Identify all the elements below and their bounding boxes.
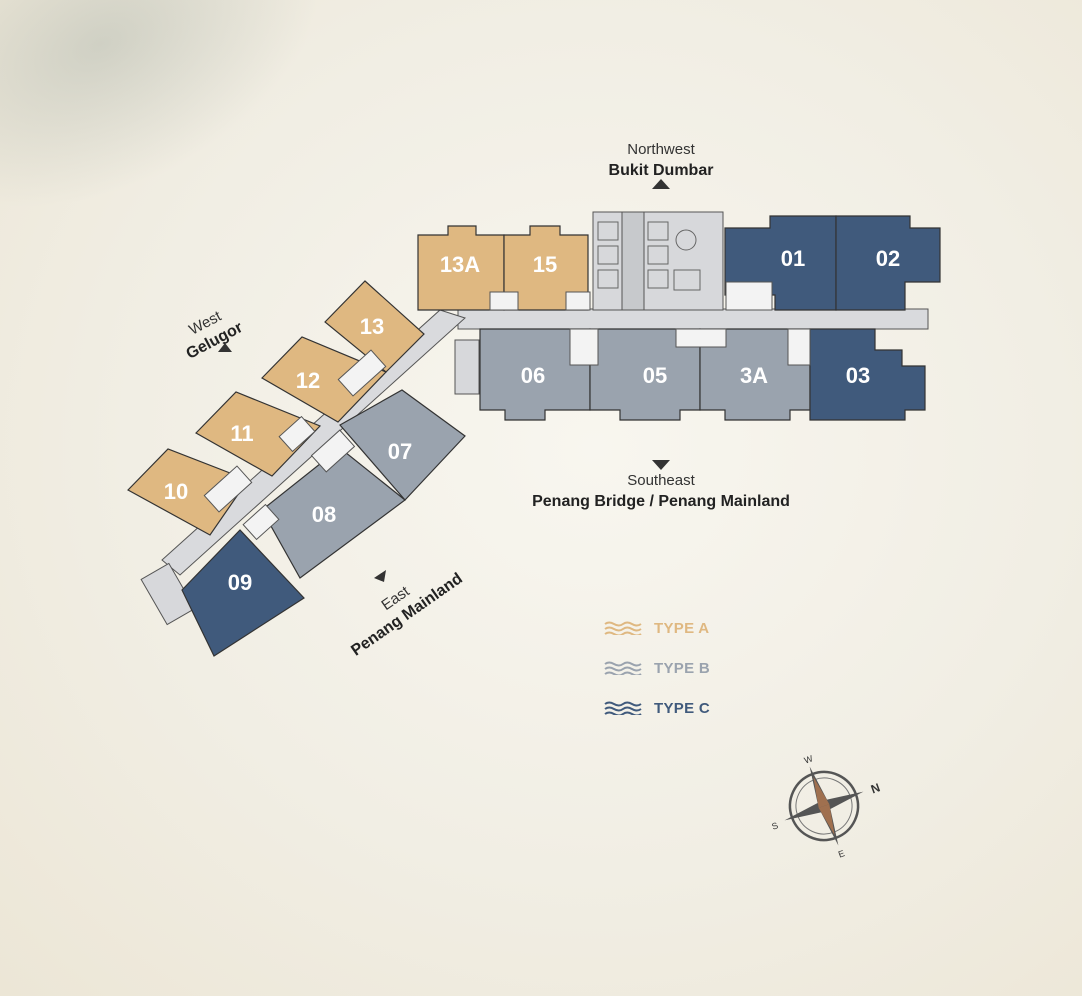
wave-icon: [604, 621, 642, 635]
unit-07[interactable]: 07: [339, 389, 466, 501]
balconies: [203, 281, 811, 541]
unit-15[interactable]: 15: [503, 225, 589, 311]
direction-place: Bukit Dumbar: [609, 162, 714, 179]
arrow-down-icon: [652, 460, 670, 470]
direction-west: West Gelugor: [184, 307, 246, 362]
direction-northwest: Northwest Bukit Dumbar: [609, 141, 714, 189]
corridor-diagonal: [161, 309, 466, 576]
direction-east: East Penang Mainland: [348, 570, 466, 659]
direction-label: Northwest: [627, 141, 695, 158]
stair-core-right: [454, 339, 480, 395]
unit-05[interactable]: 05: [589, 328, 701, 421]
arrow-up-icon: [652, 179, 670, 189]
compass-n-label: N: [869, 780, 882, 796]
direction-southeast: Southeast Penang Bridge / Penang Mainlan…: [532, 460, 790, 510]
legend: TYPE A TYPE B TYPE C: [604, 608, 710, 728]
unit-label: 10: [164, 479, 188, 504]
unit-label: 09: [228, 570, 252, 595]
unit-label: 03: [846, 363, 870, 388]
direction-place: Penang Mainland: [348, 570, 466, 659]
legend-label: TYPE C: [654, 699, 710, 717]
unit-3a[interactable]: 3A: [699, 328, 811, 421]
unit-13a[interactable]: 13A: [417, 225, 505, 311]
direction-label: Southeast: [627, 472, 695, 489]
wave-icon: [604, 661, 642, 675]
corridor-horizontal: [457, 308, 929, 330]
core-lift-lobby: [140, 211, 724, 626]
legend-label: TYPE B: [654, 659, 710, 677]
unit-13[interactable]: 13: [324, 280, 425, 373]
stair-core-left: [140, 562, 196, 626]
unit-label: 13: [360, 314, 384, 339]
unit-08[interactable]: 08: [261, 447, 406, 579]
compass-icon: N S W E: [770, 753, 882, 859]
unit-label: 11: [230, 421, 253, 446]
unit-label: 02: [876, 246, 900, 271]
unit-label: 05: [643, 363, 667, 388]
unit-label: 06: [521, 363, 545, 388]
unit-label: 13A: [440, 252, 480, 277]
unit-label: 08: [312, 502, 336, 527]
unit-02[interactable]: 02: [835, 215, 941, 311]
wave-icon: [604, 701, 642, 715]
unit-06[interactable]: 06: [479, 328, 591, 421]
unit-11[interactable]: 11: [195, 391, 322, 477]
legend-item-type-b: TYPE B: [604, 648, 710, 688]
legend-item-type-a: TYPE A: [604, 608, 710, 648]
compass-s-label: S: [770, 820, 779, 831]
arrow-up-icon: [218, 343, 232, 352]
legend-label: TYPE A: [654, 619, 710, 637]
unit-label: 01: [781, 246, 805, 271]
arrow-left-icon: [374, 570, 386, 582]
unit-label: 12: [296, 368, 320, 393]
direction-place: Penang Bridge / Penang Mainland: [532, 493, 790, 510]
unit-03[interactable]: 03: [809, 328, 926, 421]
unit-label: 15: [533, 252, 557, 277]
corridors: [161, 308, 929, 576]
compass-w-label: W: [803, 753, 815, 765]
legend-item-type-c: TYPE C: [604, 688, 710, 728]
compass-e-label: E: [837, 848, 846, 859]
unit-label: 3A: [740, 363, 768, 388]
unit-09[interactable]: 09: [181, 529, 305, 657]
unit-label: 07: [388, 439, 412, 464]
unit-12[interactable]: 12: [261, 336, 388, 423]
